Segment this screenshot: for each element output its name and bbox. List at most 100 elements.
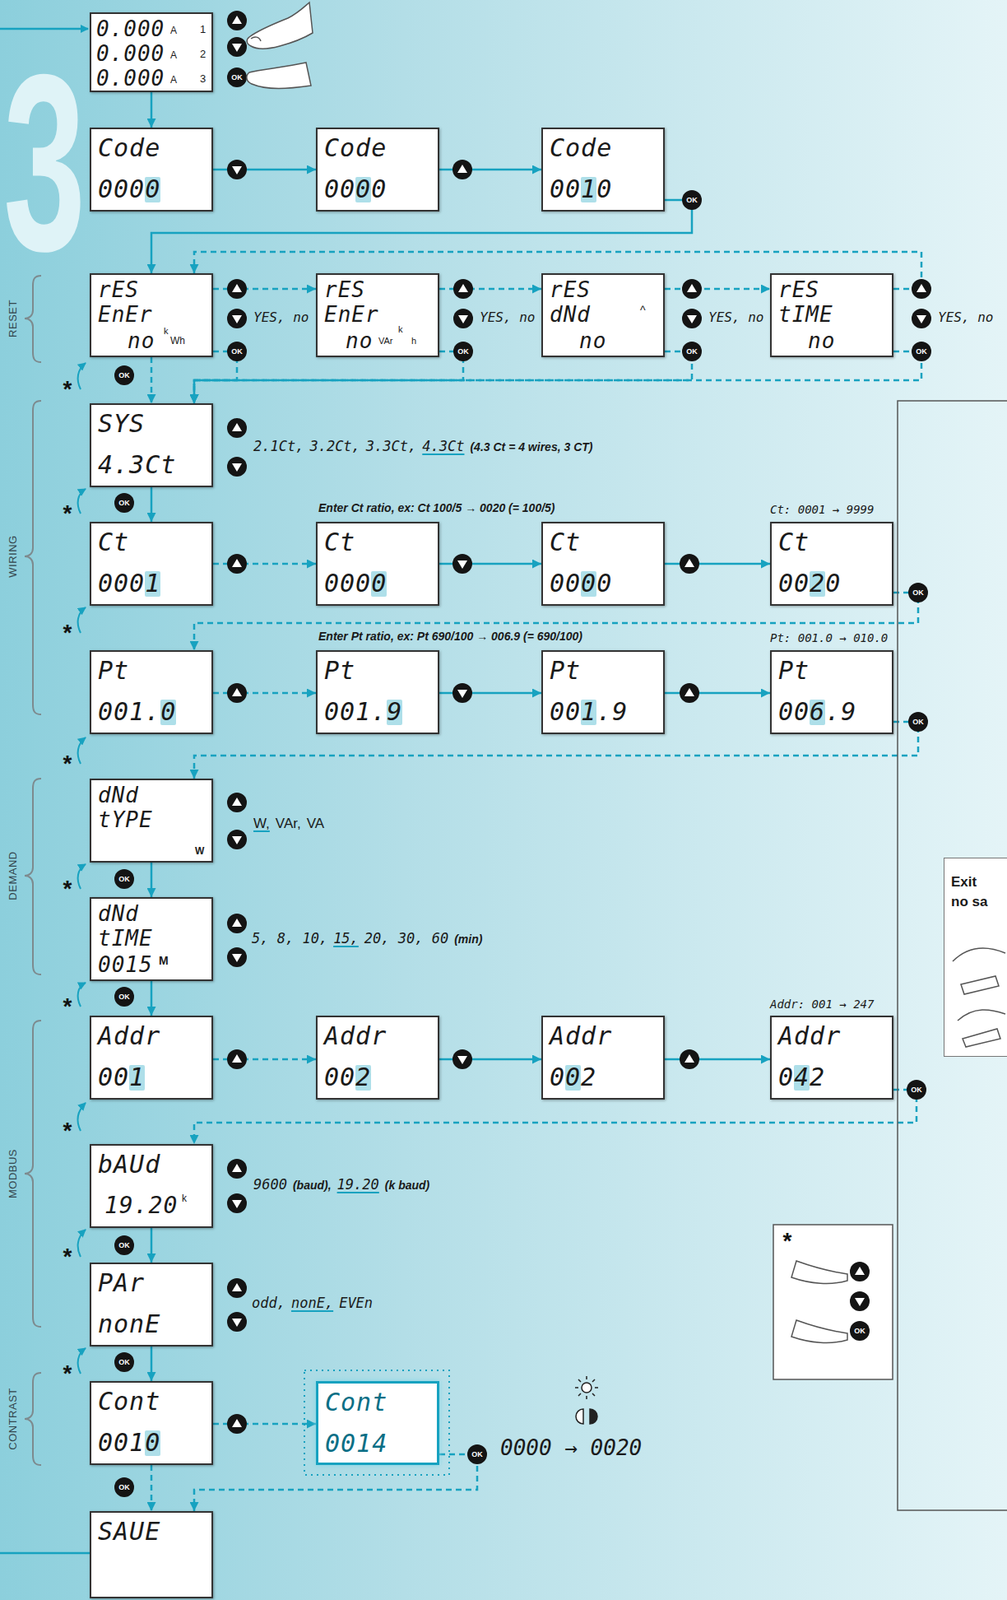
- lcd-display: Pt001.9: [541, 649, 665, 734]
- display-text: 0015: [97, 952, 154, 977]
- display-text: no: [127, 329, 155, 353]
- up-button: [227, 10, 247, 31]
- display-text: Pt: [778, 656, 810, 684]
- display-text: 19.20: [104, 1192, 178, 1219]
- choice-hint: YES, no: [937, 310, 994, 325]
- half-disc: [575, 1408, 584, 1424]
- flow-arrow: [150, 1345, 154, 1381]
- curly-bracket: [24, 400, 42, 715]
- hand-sketch: [962, 1028, 1001, 1047]
- display-text: 0000: [324, 175, 387, 203]
- button-label: OK: [231, 74, 243, 82]
- asterisk-mark: *: [63, 1244, 73, 1268]
- hands: [246, 2, 1006, 1342]
- instruction-note: Enter Ct ratio, ex: Ct 100/5 → 0020 (= 1…: [318, 501, 556, 515]
- unit-text: 1: [199, 23, 206, 36]
- ok-button: [227, 341, 247, 362]
- display-text: 002: [324, 1062, 372, 1091]
- asterisk-mark: *: [783, 1229, 793, 1253]
- flow-lines: [0, 28, 90, 1553]
- down-button: [227, 946, 247, 967]
- flow-arrow: [150, 487, 154, 522]
- ok-button: [114, 986, 135, 1007]
- lcd-display: rESdNd^no: [541, 273, 665, 358]
- ok-button: [114, 1351, 135, 1372]
- lcd-display: Pt 006.9: [770, 649, 894, 734]
- ok-button: [227, 67, 247, 88]
- choice-hint: YES, no: [479, 310, 535, 325]
- up-buttons: [227, 10, 932, 1434]
- default-option: 15,: [333, 930, 359, 947]
- default-option: 19.20: [337, 1176, 380, 1193]
- back-arrow: [78, 982, 86, 1007]
- up-button: [227, 682, 247, 703]
- asterisk-mark: *: [63, 621, 73, 645]
- lcd-display: rESEnErnokVArh: [315, 273, 440, 358]
- lcd-display: Cont0014: [315, 1380, 440, 1465]
- up-button: [453, 278, 474, 299]
- down-button: [227, 1311, 247, 1332]
- unit-text: VAr: [378, 335, 394, 346]
- display-text: 001.9: [324, 697, 403, 725]
- hand-icon: [246, 62, 311, 89]
- display-text: 0000: [549, 569, 613, 597]
- display-text: Addr: [97, 1021, 161, 1049]
- display-text: bAUd: [97, 1150, 161, 1178]
- flow-arrow: [150, 1464, 154, 1511]
- display-text: Code: [97, 134, 161, 162]
- ok-button: [908, 582, 929, 603]
- ok-button: [908, 711, 929, 732]
- up-button: [679, 1048, 700, 1069]
- ok-button: [114, 868, 135, 889]
- flow-arrow: [194, 351, 922, 404]
- option-value: VA: [306, 815, 325, 832]
- flow-arrow: [150, 862, 154, 897]
- shortcut-box: [773, 1224, 893, 1379]
- unit-text: A: [170, 50, 177, 61]
- section-brackets: [24, 275, 42, 1465]
- up-button: [679, 553, 700, 574]
- down-button: [227, 1192, 247, 1213]
- unit-text: A: [170, 25, 177, 37]
- section-label: MODBUS: [7, 1148, 20, 1198]
- up-button: [227, 1158, 247, 1179]
- display-text: EnEr: [324, 302, 380, 327]
- entry-arrow: [0, 27, 89, 31]
- display-text: 0010: [97, 1428, 161, 1456]
- display-text: 001.9: [549, 697, 628, 725]
- lcd-display: rESEnErnokWh: [89, 273, 214, 358]
- button-label: OK: [686, 348, 698, 356]
- display-text: 002: [549, 1062, 597, 1091]
- asterisk-mark: *: [63, 877, 73, 901]
- hand-sketch: [952, 947, 1006, 961]
- lcd-display: Pt001.0: [89, 649, 214, 734]
- up-button: [227, 278, 247, 299]
- option-note: (4.3 Ct = 4 wires, 3 CT): [469, 440, 593, 454]
- option-note: (k baud): [385, 1178, 430, 1192]
- back-arrow: [78, 607, 86, 633]
- unit-text: A: [170, 74, 177, 86]
- button-label: OK: [471, 1450, 483, 1458]
- lcd-display: Ct0000: [315, 521, 440, 606]
- display-text: rES: [324, 278, 366, 302]
- unit-text: k: [181, 1192, 187, 1204]
- display-text: 0010: [549, 175, 613, 203]
- down-button: [227, 308, 247, 329]
- unit-text: ^: [640, 304, 646, 317]
- lcd-display: Ct0001: [89, 521, 214, 606]
- display-text: 006.9: [778, 697, 857, 725]
- exit-panel-ground: [943, 857, 1007, 1057]
- unit-text: 2: [199, 48, 206, 61]
- display-text: no: [807, 329, 836, 353]
- hand-icon: [791, 1260, 848, 1283]
- section-label: WIRING: [7, 534, 20, 577]
- display-text: nonE: [97, 1309, 161, 1337]
- down-button: [849, 1290, 870, 1311]
- lcd-display: rEStIMEno: [770, 273, 894, 358]
- down-button: [452, 682, 473, 703]
- half-disc: [589, 1408, 598, 1424]
- hand-sketch: [960, 975, 999, 994]
- ok-button: [849, 1320, 870, 1341]
- display-text: 0001: [97, 569, 161, 597]
- option-row: 5, 8, 10,15,20, 30, 60(min): [251, 930, 483, 947]
